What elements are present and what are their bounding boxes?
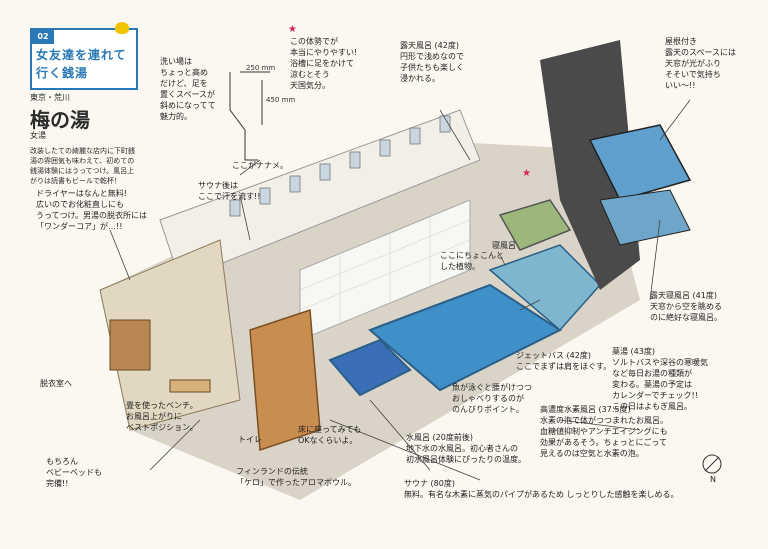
note-toilet: トイレ [238,435,262,444]
note-cold-bath: 水風呂 (20度前後) 地下水の水風呂。初心者さんの 初水風呂体験にぴったりの温… [406,433,526,464]
dim-height: 450 mm [266,96,296,104]
star-icon: ★ [288,24,297,35]
note-sauna-floor: 床に座ってみても OKなくらいよ。 [298,425,362,445]
note-roofed: 屋根付き 露天のスペースには 天窓が光がふり そそいで気持ち いい〜!! [665,37,737,90]
wash-stations [229,115,451,217]
cold-bath [328,338,412,397]
bench [169,379,211,393]
note-naname: ここがナナメ。 [232,161,288,170]
section-subtitle: 女湯 [30,131,46,140]
note-sauna: サウナ (80度) 無料。有名な木素に蒸気のパイプがあるため しっとりした感触を… [404,479,679,499]
note-outdoor-bath: 露天風呂 (42度) 円形で浅めなので 子供たちも楽しく 浸かれる。 [400,41,464,83]
note-rest-posture: この体勢でが 本当にやりやすい! 浴槽に足をかけて 涼むとそう 天国気分。 [290,37,358,90]
note-bench: 畳を使ったベンチ。 お風呂上がりに ベストポジション。 [126,401,198,432]
note-herbal: 薬湯 (43度) ソルトバスや深谷の寒暖気 など毎日お湯の種類が 変わる。薬湯の… [612,347,708,411]
compass-label: N [710,475,716,484]
dim-width: 250 mm [246,64,276,72]
note-underwater: 魚が泳ぐと腰がけつつ おしゃべりするのが のんびりポイント。 [452,383,532,414]
bathhouse-name: 梅の湯 [30,108,90,132]
note-high-carbonic: 高濃度水素風呂 (37.5度) 水素の泡で体がつつまれたお風呂。 血糖値抑制やア… [540,405,668,458]
note-sneak: ここにちょこんと した植物。 [440,251,504,271]
note-locker: 脱衣室へ [40,379,72,388]
leader-lines [109,99,691,481]
compass-icon [702,454,722,474]
note-sauna-after: サウナ後は ここで汗を流す!! [198,181,261,201]
sauna-room [249,308,321,452]
note-sleep-bath: 寝風呂 [492,241,516,250]
note-open-air-sleep: 露天寝風呂 (41度) 天窓から空を眺める のに絶好な寝風呂。 [650,291,722,322]
series-number: 02 [32,30,54,44]
note-finland: フィンランドの伝統 「ケロ」で作ったアロマボウル。 [236,467,356,487]
herbal-bath [498,199,572,251]
note-dryer: ドライヤーはなんと無料! 広いのでお化粧直しにも うってつけ。男湯の脱衣所には … [36,189,148,231]
dimension-diagram [229,71,270,161]
note-washing-area: 洗い場は ちょっと高め だけど、足を 置くスペースが 斜めになってて 魅力的。 [160,57,216,121]
outdoor-bath [588,124,692,201]
rubber-duck-icon [115,22,129,34]
sleep-bath [599,189,691,246]
location: 東京・荒川 [30,93,70,102]
description: 改装したての綺麗な店内に下町銭湯の雰囲気も味わえて、初めての銭湯体験にはうってつ… [30,147,135,185]
star-icon-2: ★ [522,168,531,179]
note-jet: ジェットバス (42度) ここでまずは肩をほぐす。 [516,351,612,371]
series-title: 女友達を連れて行く銭湯 [36,48,127,80]
locker [109,319,151,371]
note-baby: もちろん ベビーベッドも 完備!! [46,457,102,488]
series-header: 02 女友達を連れて行く銭湯 [30,28,138,90]
